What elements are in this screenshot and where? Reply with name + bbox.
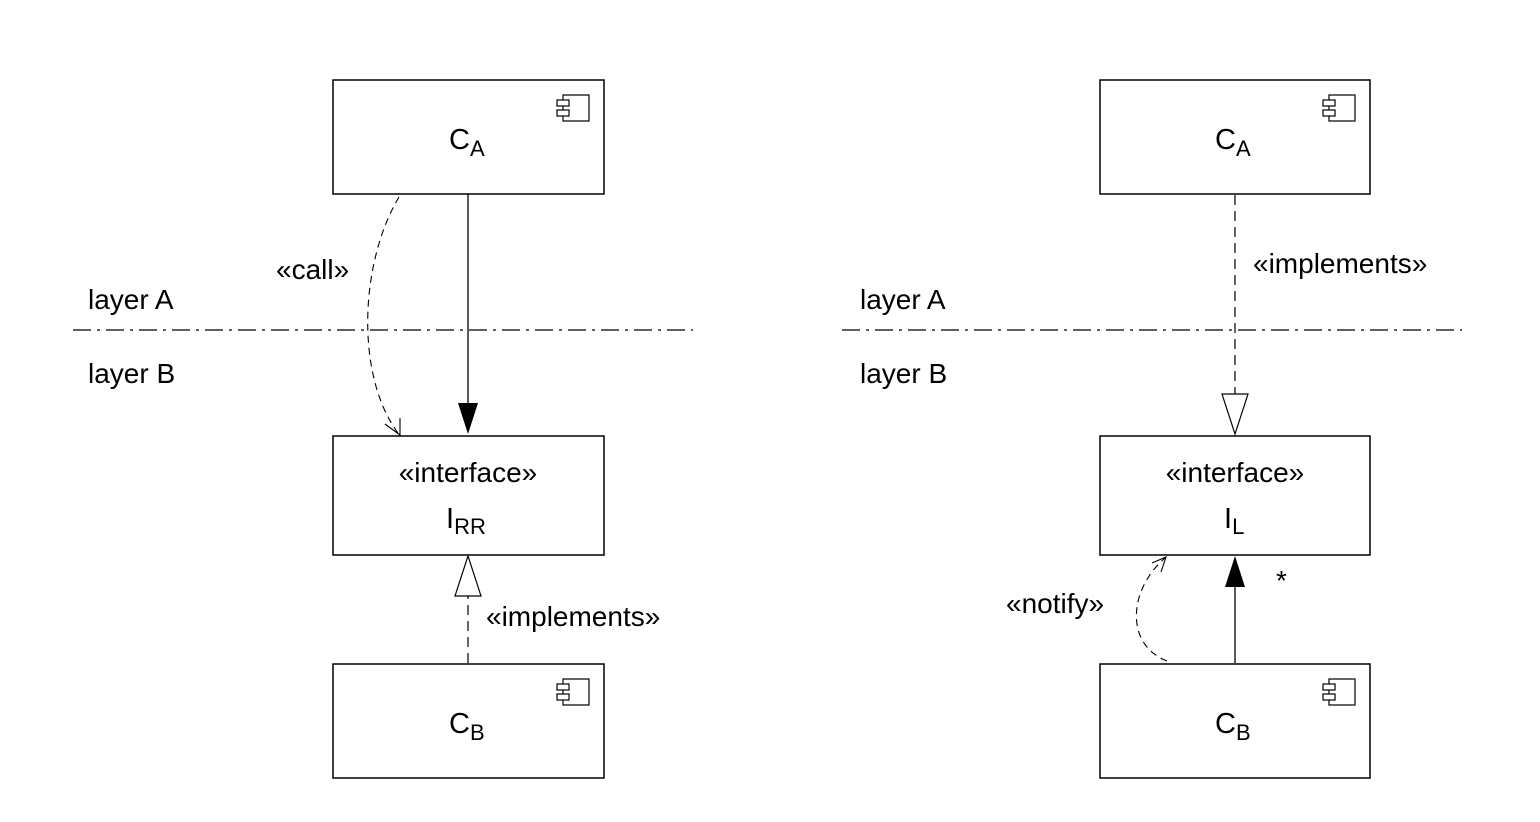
component-icon <box>1322 678 1356 706</box>
left-implements-label: «implements» <box>486 601 660 632</box>
left-interface-irr[interactable]: «interface» IRR <box>332 435 605 556</box>
right-interface-stereotype: «interface» <box>1166 457 1305 488</box>
right-component-cb[interactable]: CB <box>1099 663 1371 779</box>
right-implements-label: «implements» <box>1253 248 1427 279</box>
left-layer-b-label: layer B <box>88 358 175 389</box>
left-association-arrow <box>458 194 478 434</box>
right-interface-il[interactable]: «interface» IL <box>1099 435 1371 556</box>
left-interface-name: IRR <box>446 503 486 539</box>
component-icon <box>556 678 590 706</box>
left-realization-arrow <box>454 554 482 663</box>
right-association-arrow <box>1225 556 1245 663</box>
left-ca-name: CA <box>449 124 485 161</box>
right-notify-dependency <box>1135 556 1168 662</box>
right-layer-b-label: layer B <box>860 358 947 389</box>
left-cb-name: CB <box>449 708 485 745</box>
component-icon <box>1322 94 1356 122</box>
left-interface-stereotype: «interface» <box>399 457 538 488</box>
right-realization-arrow <box>1221 195 1249 436</box>
right-layer-a-label: layer A <box>860 284 946 315</box>
right-cb-name: CB <box>1215 708 1251 745</box>
right-interface-name: IL <box>1224 503 1244 539</box>
component-icon <box>556 94 590 122</box>
right-component-ca[interactable]: CA <box>1099 79 1371 195</box>
left-call-label: «call» <box>276 254 349 285</box>
right-diagram: layer A layer B CA «interface» IL <box>842 79 1462 779</box>
right-multiplicity-label: * <box>1276 565 1287 596</box>
left-layer-a-label: layer A <box>88 284 174 315</box>
left-component-cb[interactable]: CB <box>332 663 605 779</box>
left-diagram: layer A layer B CA «interface» IRR <box>73 79 693 779</box>
left-component-ca[interactable]: CA <box>332 79 605 195</box>
left-call-dependency <box>367 196 401 437</box>
right-notify-label: «notify» <box>1006 588 1104 619</box>
right-ca-name: CA <box>1215 124 1251 161</box>
